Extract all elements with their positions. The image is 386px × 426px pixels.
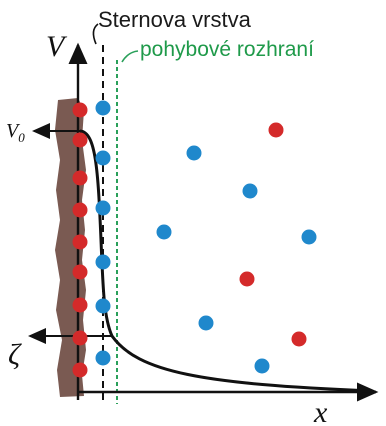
slip-plane-label: pohybové rozhraní [140,38,314,61]
cation-ion [72,202,88,218]
cation-ion [268,122,284,138]
anion-ion [95,254,111,270]
cation-ion [72,362,88,378]
potential-curve [79,129,373,393]
v0-label: V0 [6,120,25,145]
x-axis-label: x [313,396,328,426]
diffuse-ions [156,122,317,374]
adsorbed-cations [72,102,88,378]
cation-ion [239,271,255,287]
cation-ion [72,264,88,280]
anion-ion [301,229,317,245]
cation-ion [72,170,88,186]
anion-ion [254,358,270,374]
anion-ion [95,150,111,166]
anion-ion [156,224,172,240]
anion-ion [198,315,214,331]
stern-label-pointer [92,23,99,45]
anion-ion [95,200,111,216]
stern-layer-label: Sternova vrstva [98,7,252,32]
cation-ion [291,331,307,347]
slip-label-pointer [121,50,139,63]
anion-ion [95,298,111,314]
stern-anions [95,100,111,366]
anion-ion [95,100,111,116]
cation-ion [72,330,88,346]
y-axis-label: V [46,30,68,63]
cation-ion [72,297,88,313]
anion-ion [242,183,258,199]
v0-subscript: 0 [18,130,25,145]
cation-ion [72,102,88,118]
cation-ion [72,132,88,148]
zeta-label: ζ [8,338,22,371]
v0-symbol: V [6,120,21,142]
anion-ion [186,145,202,161]
cation-ion [72,234,88,250]
anion-ion [95,350,111,366]
